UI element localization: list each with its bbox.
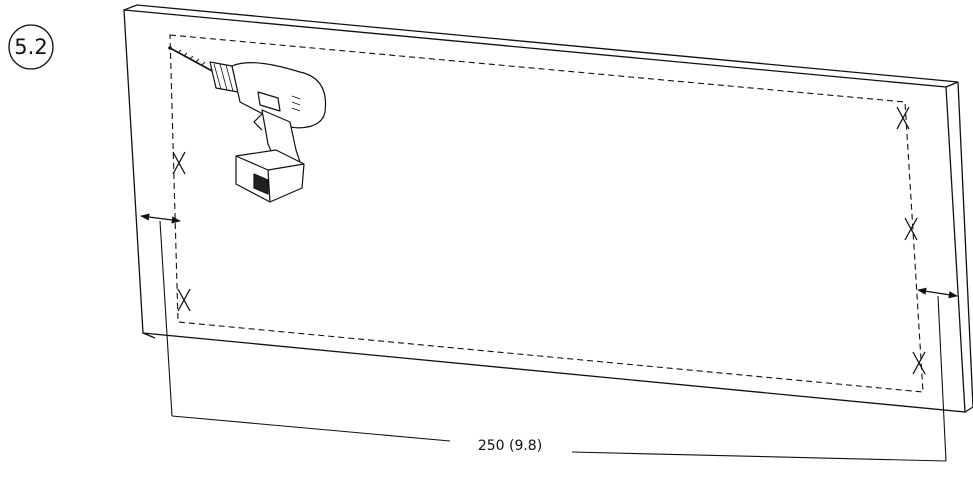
step-badge: 5.2 bbox=[8, 24, 54, 70]
double-arrow-icon bbox=[140, 213, 181, 224]
x-marker bbox=[904, 217, 918, 241]
double-arrow-icon bbox=[917, 287, 958, 299]
drill-tip bbox=[168, 46, 172, 50]
dimension-line bbox=[159, 220, 947, 462]
x-marker bbox=[177, 288, 191, 312]
x-marker bbox=[172, 151, 186, 175]
cordless-drill-icon bbox=[169, 47, 327, 203]
panel-board bbox=[123, 4, 973, 413]
step-number: 5.2 bbox=[14, 35, 47, 59]
drill-markers bbox=[172, 106, 926, 375]
dimension-label: 250 (9.8) bbox=[478, 438, 542, 454]
x-marker bbox=[912, 351, 926, 375]
mounting-outline bbox=[169, 34, 924, 393]
x-marker bbox=[896, 106, 910, 130]
